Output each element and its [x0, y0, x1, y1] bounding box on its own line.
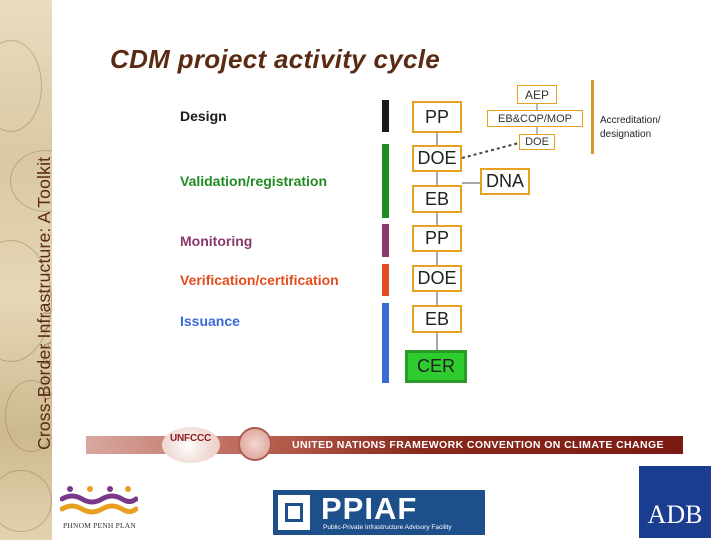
- flow-box-aep: AEP: [517, 85, 557, 104]
- stage-bar-issuance: [382, 303, 389, 383]
- flow-box-eb-issuance: EB: [412, 305, 462, 333]
- accreditation-label: Accreditation/ designation: [600, 114, 661, 142]
- accreditation-bar: [591, 80, 594, 154]
- flow-box-eb: EB: [412, 185, 462, 213]
- phnom-penh-plan-caption: PHNOM PENH PLAN: [63, 521, 137, 530]
- flow-box-doe-accreditation: DOE: [519, 134, 555, 150]
- flow-box-doe: DOE: [412, 145, 462, 172]
- stage-bar-verification: [382, 264, 389, 296]
- ppiaf-mark-icon: [278, 495, 310, 530]
- ppiaf-logo: PPIAF Public-Private Infrastructure Advi…: [273, 490, 485, 535]
- adb-logo: ADB: [639, 466, 711, 538]
- unfccc-logo: [162, 427, 220, 463]
- stage-label-design: Design: [180, 108, 227, 124]
- flow-box-doe-verification: DOE: [412, 265, 462, 292]
- unfccc-banner: [86, 436, 683, 454]
- page-title: CDM project activity cycle: [110, 44, 441, 74]
- ppiaf-subtitle: Public-Private Infrastructure Advisory F…: [323, 524, 452, 531]
- stage-bar-design: [382, 100, 389, 132]
- unfccc-logo-text: UNFCCC: [170, 433, 212, 444]
- accreditation-label-line-2: designation: [600, 129, 652, 140]
- flow-box-cer: CER: [405, 350, 467, 383]
- connector-doe-accreditation: [461, 142, 520, 159]
- ppiaf-name: PPIAF: [321, 491, 418, 526]
- stage-label-issuance: Issuance: [180, 313, 240, 329]
- un-emblem-icon: [238, 427, 272, 461]
- phnom-penh-plan-logo: [60, 486, 138, 515]
- flow-box-pp: PP: [412, 101, 462, 133]
- flow-box-eb-cop-mop: EB&COP/MOP: [487, 110, 583, 127]
- flow-box-dna: DNA: [480, 168, 530, 195]
- stage-label-monitoring: Monitoring: [180, 233, 253, 249]
- accreditation-label-line-1: Accreditation/: [600, 115, 661, 126]
- stage-bar-validation: [382, 144, 389, 218]
- flow-box-pp-monitoring: PP: [412, 225, 462, 252]
- map-strip-decoration: [0, 0, 52, 540]
- stage-bar-monitoring: [382, 224, 389, 257]
- unfccc-banner-text: UNITED NATIONS FRAMEWORK CONVENTION ON C…: [292, 439, 664, 451]
- stage-label-verification: Verification/certification: [180, 272, 339, 288]
- stage-label-validation: Validation/registration: [180, 173, 328, 189]
